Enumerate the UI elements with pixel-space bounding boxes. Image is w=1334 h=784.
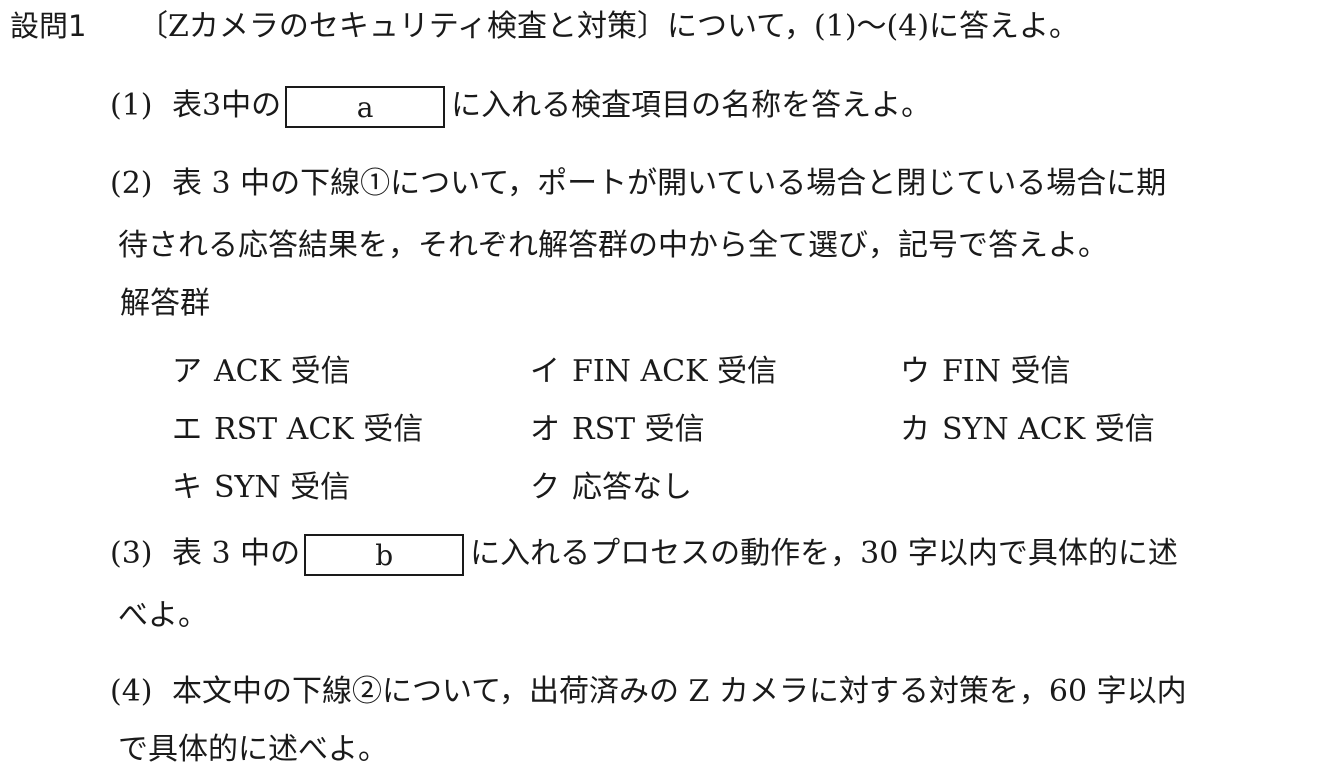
question-label: 設問1 — [10, 9, 87, 43]
question-heading: 設問1 〔Zカメラのセキュリティ検査と対策〕について，(1)〜(4)に答えよ。 — [10, 6, 1079, 47]
choice-a: ア ACK 受信 — [172, 352, 351, 392]
choice-text: FIN 受信 — [942, 354, 1071, 389]
choice-text: 応答なし — [572, 470, 692, 505]
subquestion-4-text-2: で具体的に述べよ。 — [118, 732, 388, 767]
choice-text: RST ACK 受信 — [214, 412, 424, 447]
choice-ku: ク応答なし — [530, 468, 692, 508]
answer-group-label: 解答群 — [120, 284, 210, 324]
choice-i: イ FIN ACK 受信 — [530, 352, 777, 392]
choice-text: SYN ACK 受信 — [942, 412, 1155, 447]
answer-group-label-text: 解答群 — [120, 286, 210, 321]
choice-symbol: ク — [530, 470, 560, 505]
question-title: 〔Zカメラのセキュリティ検査と対策〕について，(1)〜(4)に答えよ。 — [138, 9, 1080, 44]
subquestion-1-number: (1) — [110, 88, 153, 123]
choice-symbol: キ — [172, 470, 202, 505]
subquestion-1-text-before: 表3中の — [172, 88, 282, 123]
choice-symbol: エ — [172, 412, 202, 447]
subquestion-3-text-after: に入れるプロセスの動作を，30 字以内で具体的に述 — [470, 536, 1178, 571]
subquestion-3-line-2: べよ。 — [118, 596, 208, 636]
choice-u: ウ FIN 受信 — [900, 352, 1070, 392]
blank-b-box: b — [304, 534, 465, 576]
choice-o: オ RST 受信 — [530, 410, 705, 450]
choice-text: SYN 受信 — [214, 470, 351, 505]
subquestion-2-text-2: 待される応答結果を，それぞれ解答群の中から全て選び，記号で答えよ。 — [118, 228, 1108, 263]
choice-ki: キ SYN 受信 — [172, 468, 350, 508]
blank-a-box: a — [285, 86, 446, 128]
choice-e: エ RST ACK 受信 — [172, 410, 423, 450]
subquestion-4-number: (4) — [110, 674, 153, 709]
subquestion-2-line-2: 待される応答結果を，それぞれ解答群の中から全て選び，記号で答えよ。 — [118, 226, 1108, 266]
subquestion-3-text-before: 表 3 中の — [172, 536, 301, 571]
subquestion-1-text-after: に入れる検査項目の名称を答えよ。 — [451, 88, 932, 123]
subquestion-4-line-1: (4) 本文中の下線②について，出荷済みの Z カメラに対する対策を，60 字以内 — [110, 672, 1187, 712]
subquestion-4-text-1: 本文中の下線②について，出荷済みの Z カメラに対する対策を，60 字以内 — [172, 674, 1187, 709]
choice-symbol: オ — [530, 412, 560, 447]
choice-symbol: ア — [172, 354, 202, 389]
choice-text: RST 受信 — [572, 412, 705, 447]
subquestion-3-text-2: べよ。 — [118, 598, 208, 633]
subquestion-2-text-1: 表 3 中の下線①について，ポートが開いている場合と閉じている場合に期 — [172, 166, 1167, 201]
choice-symbol: イ — [530, 354, 560, 389]
subquestion-3-number: (3) — [110, 536, 153, 571]
choice-ka: カ SYN ACK 受信 — [900, 410, 1155, 450]
choice-symbol: ウ — [900, 354, 930, 389]
subquestion-2-number: (2) — [110, 166, 153, 201]
choice-symbol: カ — [900, 412, 930, 447]
subquestion-2-line-1: (2) 表 3 中の下線①について，ポートが開いている場合と閉じている場合に期 — [110, 164, 1166, 204]
subquestion-4-line-2: で具体的に述べよ。 — [118, 730, 388, 770]
choice-text: FIN ACK 受信 — [572, 354, 778, 389]
choice-text: ACK 受信 — [214, 354, 351, 389]
